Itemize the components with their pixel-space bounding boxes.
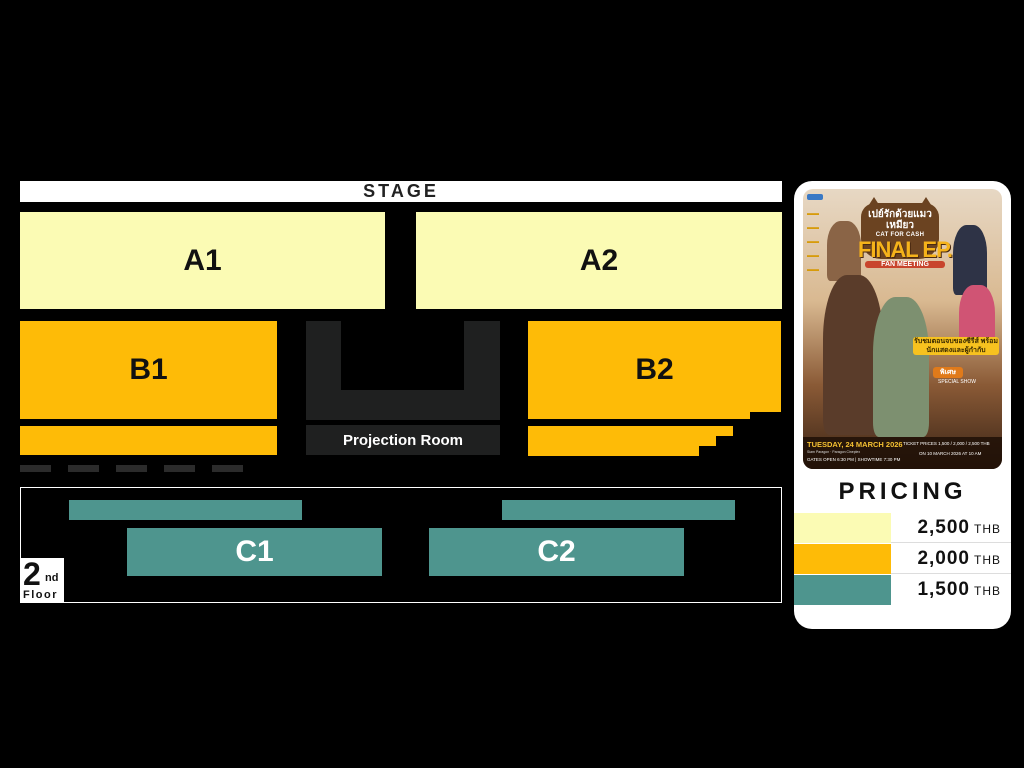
poster-venue: Siam Paragon · Paragon Cineplex bbox=[807, 450, 861, 454]
floor-number: 2 bbox=[23, 556, 41, 592]
price-row-tier-c: 1,500 THB bbox=[794, 575, 1011, 605]
zone-c1-label: C1 bbox=[235, 535, 274, 568]
pricing-title: PRICING bbox=[838, 478, 967, 505]
price-value: 2,000 THB bbox=[917, 548, 1001, 570]
poster-ticket-prices: TICKET PRICES 1,500 / 2,000 / 2,500 THB bbox=[903, 441, 990, 446]
price-row-tier-b: 2,000 THB bbox=[794, 544, 1011, 574]
divider-dash bbox=[164, 465, 195, 472]
projection-room: Projection Room bbox=[306, 425, 500, 455]
floor-badge: 2 nd Floor bbox=[21, 558, 64, 602]
cast-name: ▬▬ bbox=[807, 267, 819, 273]
cast-figure bbox=[827, 221, 861, 281]
event-poster: ▬▬ ▬▬ ▬▬ ▬▬ ▬▬ เปย์รักด้วยแมวเหมียว CAT … bbox=[803, 189, 1002, 469]
projection-room-label: Projection Room bbox=[342, 431, 463, 449]
price-swatch-a bbox=[794, 513, 891, 543]
poster-event-type: FAN MEETING bbox=[865, 261, 945, 268]
cast-figure bbox=[873, 297, 929, 437]
zone-a2-label: A2 bbox=[579, 243, 619, 277]
price-swatch-c bbox=[794, 575, 891, 605]
zone-b1-back-row[interactable] bbox=[20, 426, 277, 455]
price-value: 2,500 THB bbox=[917, 517, 1001, 539]
cast-name: ▬▬ bbox=[807, 225, 819, 231]
zone-a1[interactable]: A1 bbox=[20, 212, 385, 309]
floor-suffix: nd bbox=[45, 572, 59, 584]
price-currency: THB bbox=[974, 522, 1001, 536]
poster-times: GATES OPEN 6:30 PM | SHOWTIME 7:30 PM bbox=[807, 457, 901, 462]
poster-title: FINAL EP. bbox=[857, 237, 953, 262]
cast-name: ▬▬ bbox=[807, 211, 819, 217]
zone-b1[interactable]: B1 bbox=[20, 321, 277, 419]
zone-b2-label: B2 bbox=[635, 353, 674, 386]
cast-figure bbox=[953, 225, 987, 295]
poster-title-thai: เปย์รักด้วยแมวเหมียว bbox=[868, 209, 932, 231]
price-amount: 2,000 bbox=[917, 548, 970, 569]
poster-special-text: SPECIAL SHOW bbox=[938, 379, 976, 385]
divider-dash bbox=[116, 465, 147, 472]
price-amount: 2,500 bbox=[917, 517, 970, 538]
zone-c2-label: C2 bbox=[537, 535, 576, 568]
price-swatch-b bbox=[794, 544, 891, 574]
floor-word: Floor bbox=[23, 589, 58, 601]
zone-b1-label: B1 bbox=[129, 353, 168, 386]
divider-dash bbox=[212, 465, 243, 472]
zone-a1-label: A1 bbox=[183, 243, 222, 277]
price-currency: THB bbox=[974, 553, 1001, 567]
price-value: 1,500 THB bbox=[917, 579, 1001, 601]
projection-room-block bbox=[306, 321, 500, 420]
stage: STAGE bbox=[20, 181, 782, 202]
zone-c2[interactable]: C2 bbox=[429, 528, 684, 576]
zone-b2[interactable]: B2 bbox=[528, 321, 781, 419]
price-row-tier-a: 2,500 THB bbox=[794, 513, 1011, 543]
zone-c2-front-row[interactable] bbox=[502, 500, 735, 520]
info-panel: ▬▬ ▬▬ ▬▬ ▬▬ ▬▬ เปย์รักด้วยแมวเหมียว CAT … bbox=[794, 181, 1011, 629]
zone-b2-main bbox=[528, 321, 781, 419]
poster-date: TUESDAY, 24 MARCH 2026 bbox=[807, 440, 903, 449]
poster-on-sale: ON 10 MARCH 2026 AT 10 AM bbox=[919, 451, 982, 456]
price-amount: 1,500 bbox=[917, 579, 970, 600]
zone-b2-back-row bbox=[528, 426, 733, 456]
divider-dash bbox=[20, 465, 51, 472]
poster-info-bar bbox=[803, 437, 1002, 469]
channel-logo-icon bbox=[807, 194, 823, 200]
price-currency: THB bbox=[974, 584, 1001, 598]
poster-special-label: พิเศษ bbox=[933, 367, 963, 378]
poster-subtitle: CAT FOR CASH bbox=[875, 232, 925, 238]
zone-b2-shape[interactable] bbox=[528, 321, 782, 457]
divider-dash bbox=[68, 465, 99, 472]
cast-name: ▬▬ bbox=[807, 253, 819, 259]
zone-c1-front-row[interactable] bbox=[69, 500, 302, 520]
stage-label: STAGE bbox=[363, 181, 439, 201]
poster-tagline: รับชมตอนจบของซีรีส์ พร้อมนักแสดงและผู้กำ… bbox=[913, 337, 999, 355]
zone-c1[interactable]: C1 bbox=[127, 528, 382, 576]
second-floor-area bbox=[20, 487, 782, 603]
cat-logo-icon bbox=[861, 203, 939, 259]
zone-a2[interactable]: A2 bbox=[416, 212, 782, 309]
cast-name: ▬▬ bbox=[807, 239, 819, 245]
